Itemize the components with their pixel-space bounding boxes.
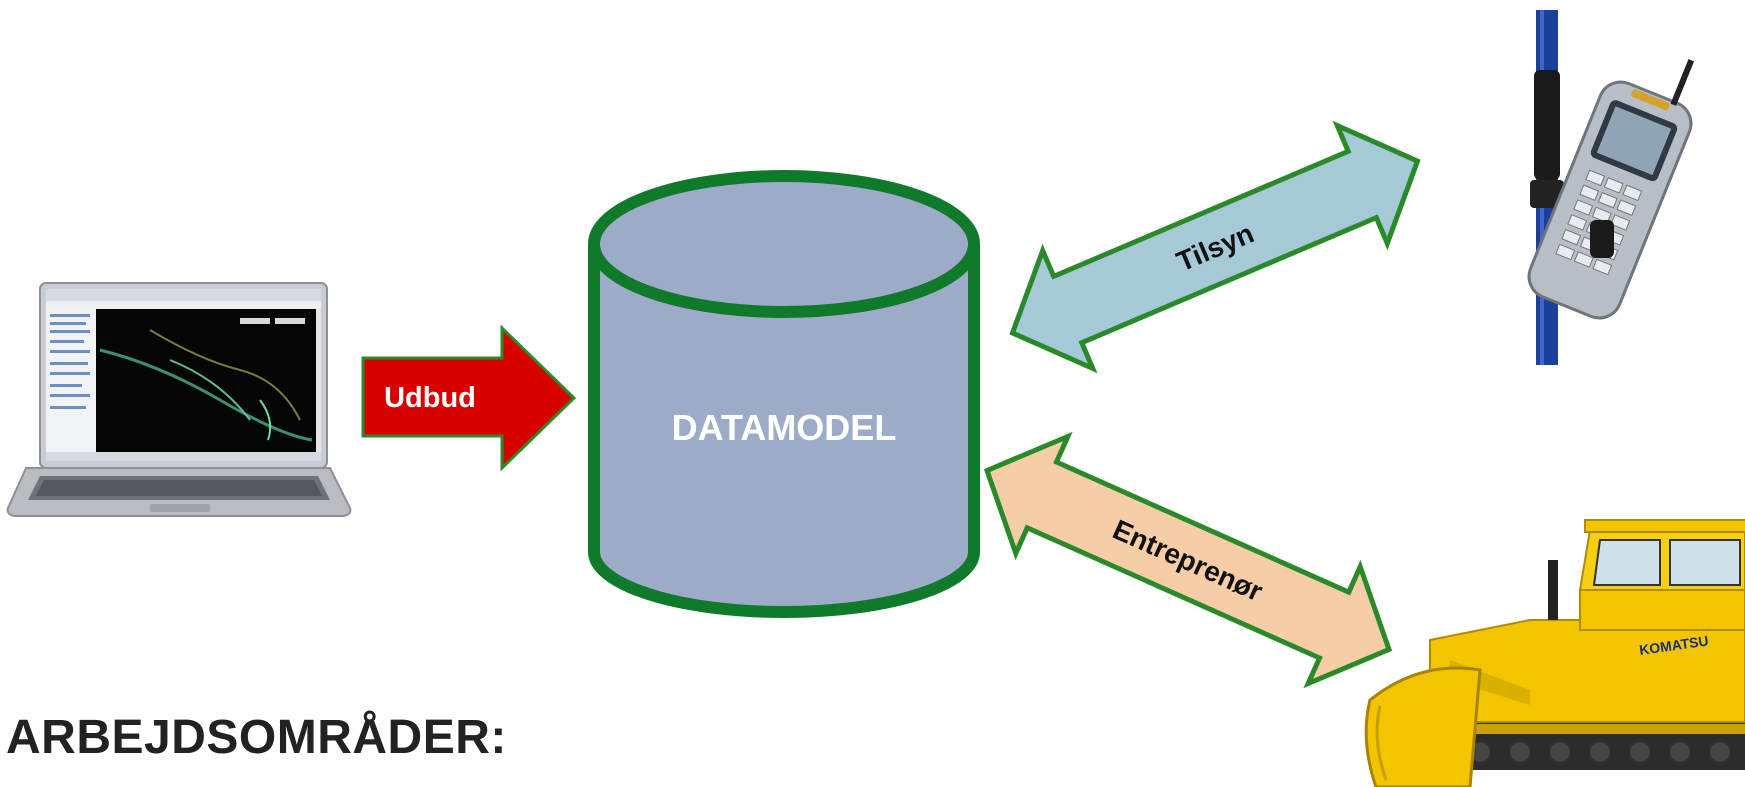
laptop-icon (6, 282, 352, 517)
database-cylinder: DATAMODEL (588, 170, 980, 618)
udbud-label: Udbud (384, 382, 476, 414)
work-areas-heading: ARBEJDSOMRÅDER: (6, 711, 507, 764)
entreprenor-arrow: Entreprenør (983, 431, 1393, 689)
gps-handheld-icon (1527, 10, 1695, 365)
udbud-arrow: Udbud (361, 324, 577, 472)
tilsyn-arrow: Tilsyn (1009, 120, 1421, 374)
bulldozer-icon: KOMATSU (1364, 519, 1745, 787)
database-label: DATAMODEL (672, 407, 897, 448)
